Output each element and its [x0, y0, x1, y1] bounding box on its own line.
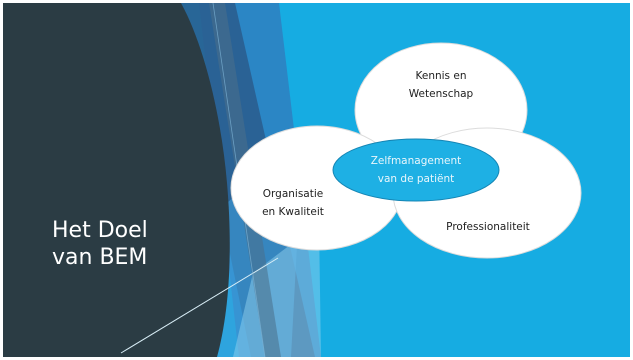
circle-left-label-line-1: Organisatie	[262, 188, 324, 200]
slide: Het Doel van BEM Kennis en Wetenschap Or…	[3, 3, 630, 357]
circle-top-label: Kennis en Wetenschap	[396, 67, 486, 103]
center-ellipse	[332, 138, 500, 202]
circle-left-label-line-2: en Kwaliteit	[262, 206, 324, 218]
circle-top-label-line-1: Kennis en	[415, 70, 467, 82]
slide-title-line-2: van BEM	[52, 245, 148, 270]
decor-line-1	[120, 257, 279, 354]
circle-right-label-line-1: Professionaliteit	[446, 221, 530, 233]
slide-background	[3, 3, 630, 357]
shard-pale	[233, 223, 321, 357]
circle-left-label: Organisatie en Kwaliteit	[253, 185, 333, 221]
circle-top-label-line-2: Wetenschap	[408, 88, 474, 100]
left-panel	[3, 3, 230, 357]
slide-title-line-1: Het Doel	[52, 218, 148, 243]
center-label: Zelfmanagement van de patiënt	[356, 152, 476, 188]
circle-right-label: Professionaliteit	[433, 218, 543, 236]
center-label-line-1: Zelfmanagement	[370, 155, 462, 167]
center-label-line-2: van de patiënt	[377, 173, 455, 185]
